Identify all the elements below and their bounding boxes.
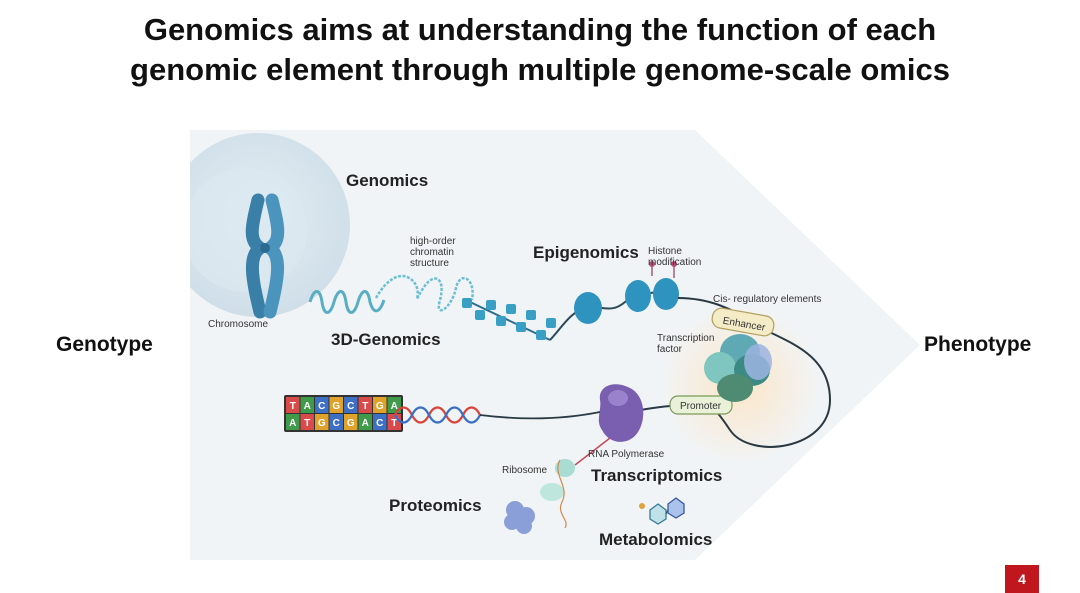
dna-base-block <box>315 397 329 413</box>
dna-helix-red <box>394 406 481 424</box>
chromatin-coil <box>308 290 386 314</box>
dna-base-letter: G <box>318 418 326 429</box>
high-order-label-line-1: high-order <box>410 236 456 247</box>
dna-base-letter: T <box>362 401 368 412</box>
slide-title: Genomics aims at understanding the funct… <box>0 10 1080 90</box>
dna-base-letter: C <box>376 418 383 429</box>
page-number: 4 <box>1005 565 1039 593</box>
ribosome <box>540 459 575 529</box>
nucleosome <box>653 278 679 310</box>
dna-base-block <box>358 414 372 430</box>
dna-base-block <box>300 397 314 413</box>
dna-base-letter: C <box>333 418 340 429</box>
dna-base-block <box>315 414 329 430</box>
dna-base-letter: T <box>391 418 397 429</box>
protein-icon <box>504 501 535 534</box>
histone-mark-icons <box>649 261 677 278</box>
dna-base-block <box>387 397 401 413</box>
nucleosome-beads <box>462 298 556 341</box>
dna-base-block <box>373 414 387 430</box>
promoter-label: Promoter <box>680 401 722 412</box>
genomics-label: Genomics <box>346 171 428 190</box>
metabolomics-label: Metabolomics <box>599 530 712 549</box>
transcriptomics-label: Transcriptomics <box>591 466 722 485</box>
dna-base-letter: A <box>391 401 398 412</box>
chromosome <box>245 193 285 319</box>
dna-base-block <box>329 414 343 430</box>
dna-base-block <box>329 397 343 413</box>
promoter-tag <box>669 395 733 415</box>
transcription-factor-complex <box>704 334 772 402</box>
dna-base-block <box>286 397 300 413</box>
dna-helix-blue <box>394 406 481 424</box>
dna-base-letter: G <box>347 418 355 429</box>
transcription-factor-label-line-2: factor <box>657 344 683 355</box>
three-d-genomics-label: 3D-Genomics <box>331 330 441 349</box>
ribosome-label: Ribosome <box>502 465 547 476</box>
slide-title-line-1: Genomics aims at understanding the funct… <box>143 12 937 47</box>
dna-base-letter: T <box>290 401 296 412</box>
high-order-label-line-3: structure <box>410 258 449 269</box>
histone-label-line-2: modification <box>648 257 701 268</box>
nucleosome <box>574 292 602 324</box>
nucleosome <box>625 280 651 312</box>
dna-base-block <box>358 397 372 413</box>
cis-regulatory-label: Cis- regulatory elements <box>713 294 821 305</box>
transcription-factor-label-line-1: Transcription <box>657 333 714 344</box>
dna-base-letter: C <box>318 401 325 412</box>
epigenomics-label: Epigenomics <box>533 243 639 262</box>
genotype-label: Genotype <box>56 333 153 356</box>
dna-base-letter: A <box>362 418 369 429</box>
histone-label-line-1: Histone <box>648 246 682 257</box>
dna-base-letter: T <box>304 418 310 429</box>
dna-base-letter: C <box>347 401 354 412</box>
dna-base-letter: G <box>376 401 384 412</box>
dna-to-polymerase-strand <box>479 411 601 420</box>
slide-title-line-2: genomic element through multiple genome-… <box>130 52 950 87</box>
high-order-chromatin <box>374 274 474 312</box>
dna-base-block <box>300 414 314 430</box>
dna-base-letter: A <box>304 401 311 412</box>
dna-base-block <box>373 397 387 413</box>
high-order-label-line-2: chromatin <box>410 247 454 258</box>
dna-base-block <box>344 414 358 430</box>
dna-base-block <box>286 414 300 430</box>
dna-base-block <box>344 397 358 413</box>
enhancer-tag <box>711 307 775 337</box>
chromosome-label: Chromosome <box>208 319 268 330</box>
proteomics-label: Proteomics <box>389 496 482 515</box>
dna-base-letter: G <box>332 401 340 412</box>
rna-polymerase-label: RNA Polymerase <box>588 449 665 460</box>
phenotype-label: Phenotype <box>924 333 1032 356</box>
rna-polymerase <box>598 384 644 442</box>
dna-base-letter: A <box>289 418 296 429</box>
mrna-strand <box>574 437 611 466</box>
metabolite-icon <box>639 497 685 525</box>
